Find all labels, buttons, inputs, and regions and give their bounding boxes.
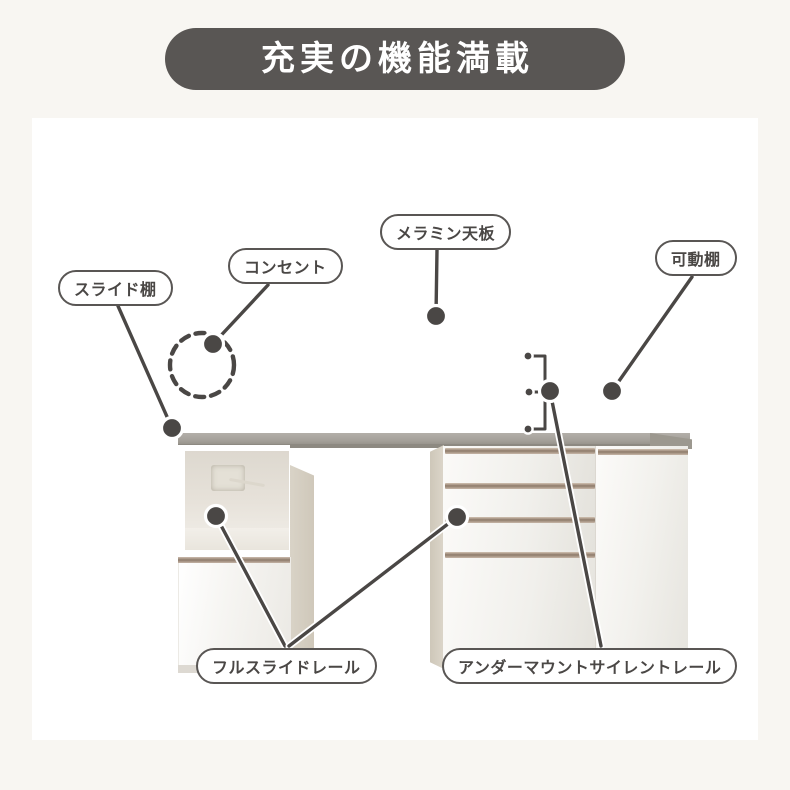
callout-outlet-label: コンセント (244, 260, 327, 277)
callout-full-slide-rail[interactable]: フルスライドレール (196, 648, 377, 684)
counter-top-front-edge (178, 444, 690, 448)
callout-slide-shelf-label: スライド棚 (74, 282, 157, 299)
drawer-1-handle (445, 448, 595, 454)
callout-melamine-top-label: メラミン天板 (396, 226, 496, 243)
left-drawer-handle (178, 557, 290, 563)
right-cabinet (430, 445, 692, 673)
page-title: 充実の機能満載 (261, 40, 534, 78)
callout-movable-shelf-label: 可動棚 (671, 252, 721, 269)
page-title-pill: 充実の機能満載 (165, 28, 625, 90)
callout-slide-shelf[interactable]: スライド棚 (58, 270, 173, 306)
right-cabinet-side-panel (430, 445, 444, 669)
movable-shelf-door (596, 446, 688, 668)
power-outlet (211, 465, 245, 491)
left-cabinet-side-panel (290, 465, 314, 675)
right-drawer-column (443, 446, 595, 671)
slide-shelf-board (185, 528, 289, 550)
callout-melamine-top[interactable]: メラミン天板 (380, 214, 512, 250)
callout-outlet[interactable]: コンセント (228, 248, 343, 284)
left-open-shelf-interior (185, 451, 289, 537)
left-open-shelf-box (178, 445, 290, 551)
callout-undermount-rail[interactable]: アンダーマウントサイレントレール (442, 648, 738, 684)
drawer-4-handle (445, 552, 595, 558)
content-card (32, 118, 758, 740)
right-door-column (596, 445, 692, 671)
callout-undermount-rail-label: アンダーマウントサイレントレール (458, 660, 722, 677)
door-handle (598, 449, 688, 455)
drawer-3-handle (445, 517, 595, 523)
callout-movable-shelf[interactable]: 可動棚 (655, 240, 737, 276)
callout-full-slide-rail-label: フルスライドレール (212, 660, 361, 677)
left-cabinet (178, 445, 314, 675)
drawer-2-handle (445, 483, 595, 489)
